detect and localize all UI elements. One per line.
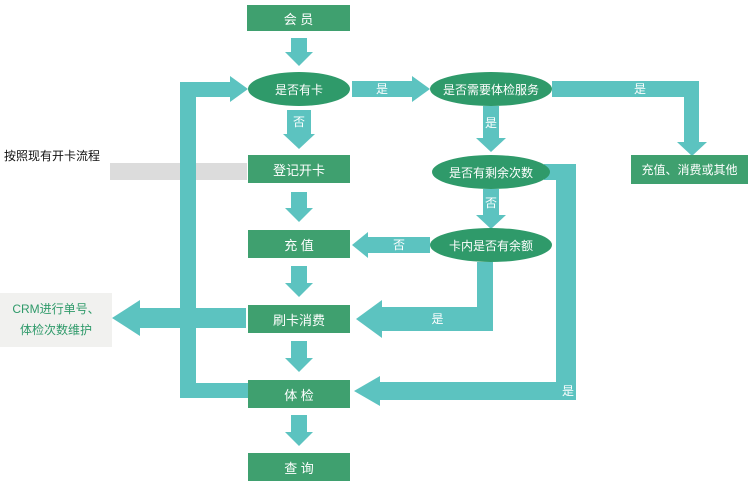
node-register: 登记开卡 xyxy=(248,155,350,183)
crm-note-line1: CRM进行单号、 xyxy=(12,302,100,316)
edge-remaining-down-stem: 否 xyxy=(483,189,499,217)
edge-remaining-yes-vstem xyxy=(556,164,576,394)
node-exam: 体 检 xyxy=(248,380,350,408)
edge-balance-yes-head xyxy=(356,300,382,338)
edge-balance-no-head xyxy=(352,232,368,258)
edge-recharge-down-stem xyxy=(291,266,307,283)
edge-member-down-head xyxy=(285,52,313,66)
edge-consume-crm-bar xyxy=(140,308,246,328)
edge-label-yes: 是 xyxy=(375,82,388,96)
edge-needexam-down-head xyxy=(476,138,506,152)
node-balance: 卡内是否有余额 xyxy=(430,228,552,262)
edge-consume-down-head xyxy=(285,358,313,372)
edge-label-yes: 是 xyxy=(484,116,497,130)
edge-register-down-head xyxy=(285,208,313,222)
edge-balance-yes-vstem xyxy=(477,262,493,309)
edge-label-no: 否 xyxy=(292,115,305,129)
edge-label-yes: 是 xyxy=(431,312,444,326)
edge-label-yes: 是 xyxy=(562,384,575,398)
edge-exam-loop-bottom-bar xyxy=(196,383,248,398)
edge-balance-yes-bar: 是 xyxy=(382,307,493,331)
edge-hascard-yes-head xyxy=(412,76,430,102)
crm-note-box: CRM进行单号、 体检次数维护 xyxy=(0,293,112,347)
edge-exam-down-stem xyxy=(291,415,307,432)
node-query: 查 询 xyxy=(248,453,350,481)
edge-exam-loop-top-bar xyxy=(196,82,230,97)
edge-needexam-right-bar xyxy=(552,81,699,97)
node-recharge-other: 充值、消费或其他 xyxy=(631,155,748,184)
edge-hascard-no-stem: 否 xyxy=(287,110,311,134)
edge-remaining-yes-head xyxy=(354,376,380,406)
edge-label-no: 否 xyxy=(484,196,497,210)
edge-member-down-stem xyxy=(291,38,307,52)
edge-needexam-right-head xyxy=(677,142,707,156)
node-recharge: 充 值 xyxy=(248,230,350,258)
edge-recharge-down-head xyxy=(285,283,313,297)
node-member: 会 员 xyxy=(247,5,350,31)
edge-hascard-yes-bar: 是 xyxy=(352,81,412,97)
open-card-note-bar xyxy=(110,163,247,180)
edge-balance-no-bar: 否 xyxy=(368,237,430,253)
edge-hascard-no-head xyxy=(283,134,315,149)
edge-needexam-right-vstem xyxy=(684,81,699,145)
edge-remaining-yes-bar xyxy=(380,382,576,400)
edge-label-no: 否 xyxy=(392,238,405,252)
edge-consume-down-stem xyxy=(291,341,307,358)
edge-register-down-stem xyxy=(291,192,307,208)
edge-exam-down-head xyxy=(285,432,313,446)
edge-exam-loop-head xyxy=(230,76,248,102)
crm-note-line2: 体检次数维护 xyxy=(19,323,92,337)
edge-remaining-down-head xyxy=(476,215,506,229)
edge-needexam-down-stem: 是 xyxy=(483,106,499,140)
node-need-exam: 是否需要体检服务 xyxy=(430,72,552,106)
node-consume: 刷卡消费 xyxy=(248,305,350,333)
edge-label-yes: 是 xyxy=(634,82,647,96)
edge-exam-loop-vstem xyxy=(180,82,196,398)
edge-consume-crm-head xyxy=(112,300,140,336)
open-card-note: 按照现有开卡流程 xyxy=(4,149,101,163)
node-remaining: 是否有剩余次数 xyxy=(432,155,550,189)
node-has-card: 是否有卡 xyxy=(248,72,350,106)
